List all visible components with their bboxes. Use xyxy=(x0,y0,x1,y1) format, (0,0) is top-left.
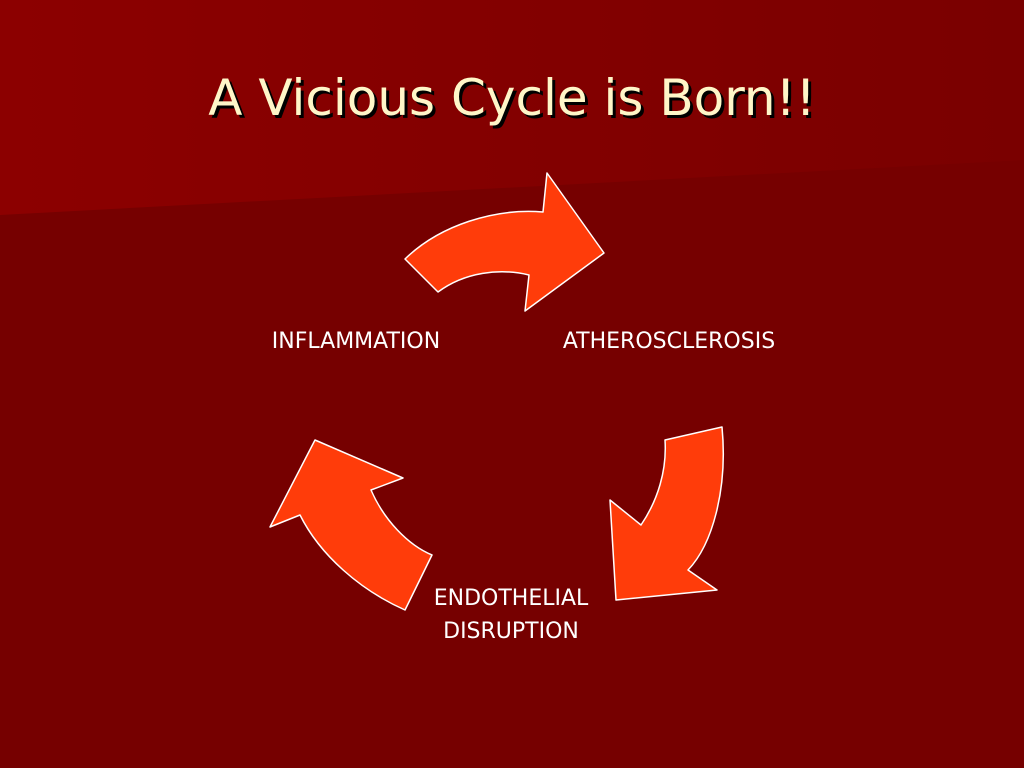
slide-title: A Vicious Cycle is Born!! xyxy=(208,69,816,127)
arrow-endothelial-to-inflammation xyxy=(269,439,433,611)
arrow-inflammation-to-atherosclerosis xyxy=(404,172,605,312)
arrow-atherosclerosis-to-endothelial xyxy=(609,426,725,601)
node-label-atherosclerosis: ATHEROSCLEROSIS xyxy=(562,329,776,354)
node-label-inflammation: INFLAMMATION xyxy=(271,329,441,354)
node-label-endothelial-disruption: ENDOTHELIAL DISRUPTION xyxy=(433,586,589,644)
